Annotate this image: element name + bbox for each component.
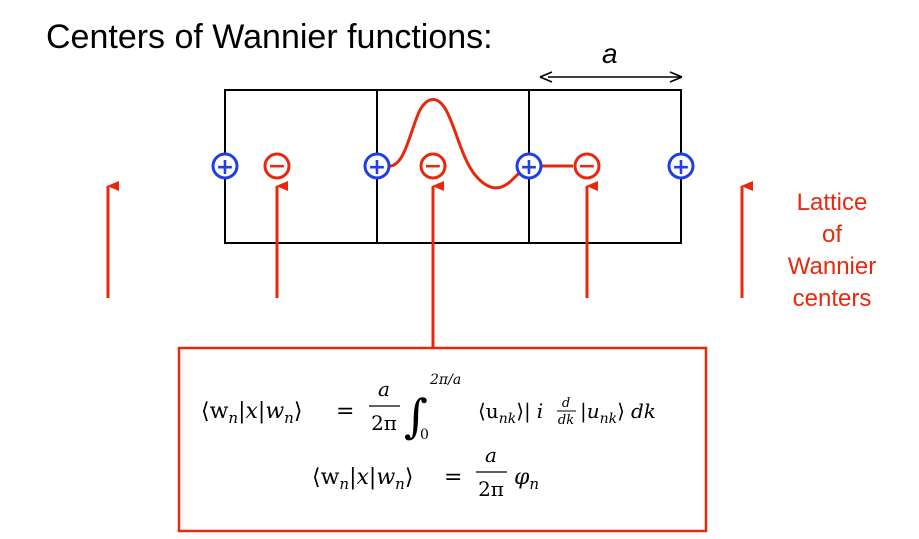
eq1-upper-limit: 2π/a <box>429 372 461 388</box>
caption-line-4: centers <box>793 285 872 312</box>
formula-box <box>177 346 708 533</box>
equation-1: ⟨wn|x|wn⟩ = a 2π ∫ 2π/a 0 ⟨unk⟩|i d dk |… <box>201 372 656 443</box>
caption-line-1: Lattice <box>797 189 868 216</box>
arrow-head-right <box>669 71 683 83</box>
eq1-lower-limit: 0 <box>420 427 429 443</box>
page-title: Centers of Wannier functions: <box>46 18 493 56</box>
plus-sign: + <box>672 155 690 180</box>
eq1-frac-num: a <box>378 377 390 401</box>
minus-sign: − <box>424 154 442 179</box>
unit-cell-2 <box>376 89 530 244</box>
negative-charge-1: − <box>263 152 291 180</box>
lattice-constant-label: a <box>602 38 618 69</box>
eq1-lhs: ⟨wn|x|wn⟩ <box>201 399 302 427</box>
positive-ion-3: + <box>515 152 543 180</box>
eq1-op-den: dk <box>558 413 574 428</box>
eq2-frac-den: 2π <box>478 477 504 501</box>
plus-sign: + <box>216 155 234 180</box>
eq2-lhs: ⟨wn|x|wn⟩ <box>312 465 413 493</box>
minus-sign: − <box>268 154 286 179</box>
negative-charge-2: − <box>419 152 447 180</box>
eq1-frac-den: 2π <box>371 411 397 435</box>
eq2-phi: φn <box>514 465 539 493</box>
unit-cell-1 <box>224 89 378 244</box>
negative-charge-3: − <box>573 152 601 180</box>
eq1-equals: = <box>336 399 354 424</box>
minus-sign: − <box>578 154 596 179</box>
positive-ion-1: + <box>211 152 239 180</box>
caption-line-3: Wannier <box>788 253 876 280</box>
eq1-integral: ∫ <box>404 389 428 443</box>
lattice-caption: Lattice of Wannier centers <box>788 189 876 312</box>
eq2-equals: = <box>444 465 462 490</box>
arrow-head-left <box>539 71 553 83</box>
positive-ion-2: + <box>363 152 391 180</box>
eq1-op-num: d <box>562 396 570 411</box>
eq2-frac-num: a <box>485 443 497 467</box>
wannier-function-curve <box>387 98 573 190</box>
eq1-ket: |unk⟩dk <box>580 399 656 427</box>
positive-ion-4: + <box>667 152 695 180</box>
eq1-integrand: ⟨unk⟩|i <box>478 399 543 427</box>
plus-sign: + <box>368 155 386 180</box>
plus-sign: + <box>520 155 538 180</box>
equation-2: ⟨wn|x|wn⟩ = a 2π φn <box>312 443 539 501</box>
caption-line-2: of <box>822 221 842 248</box>
